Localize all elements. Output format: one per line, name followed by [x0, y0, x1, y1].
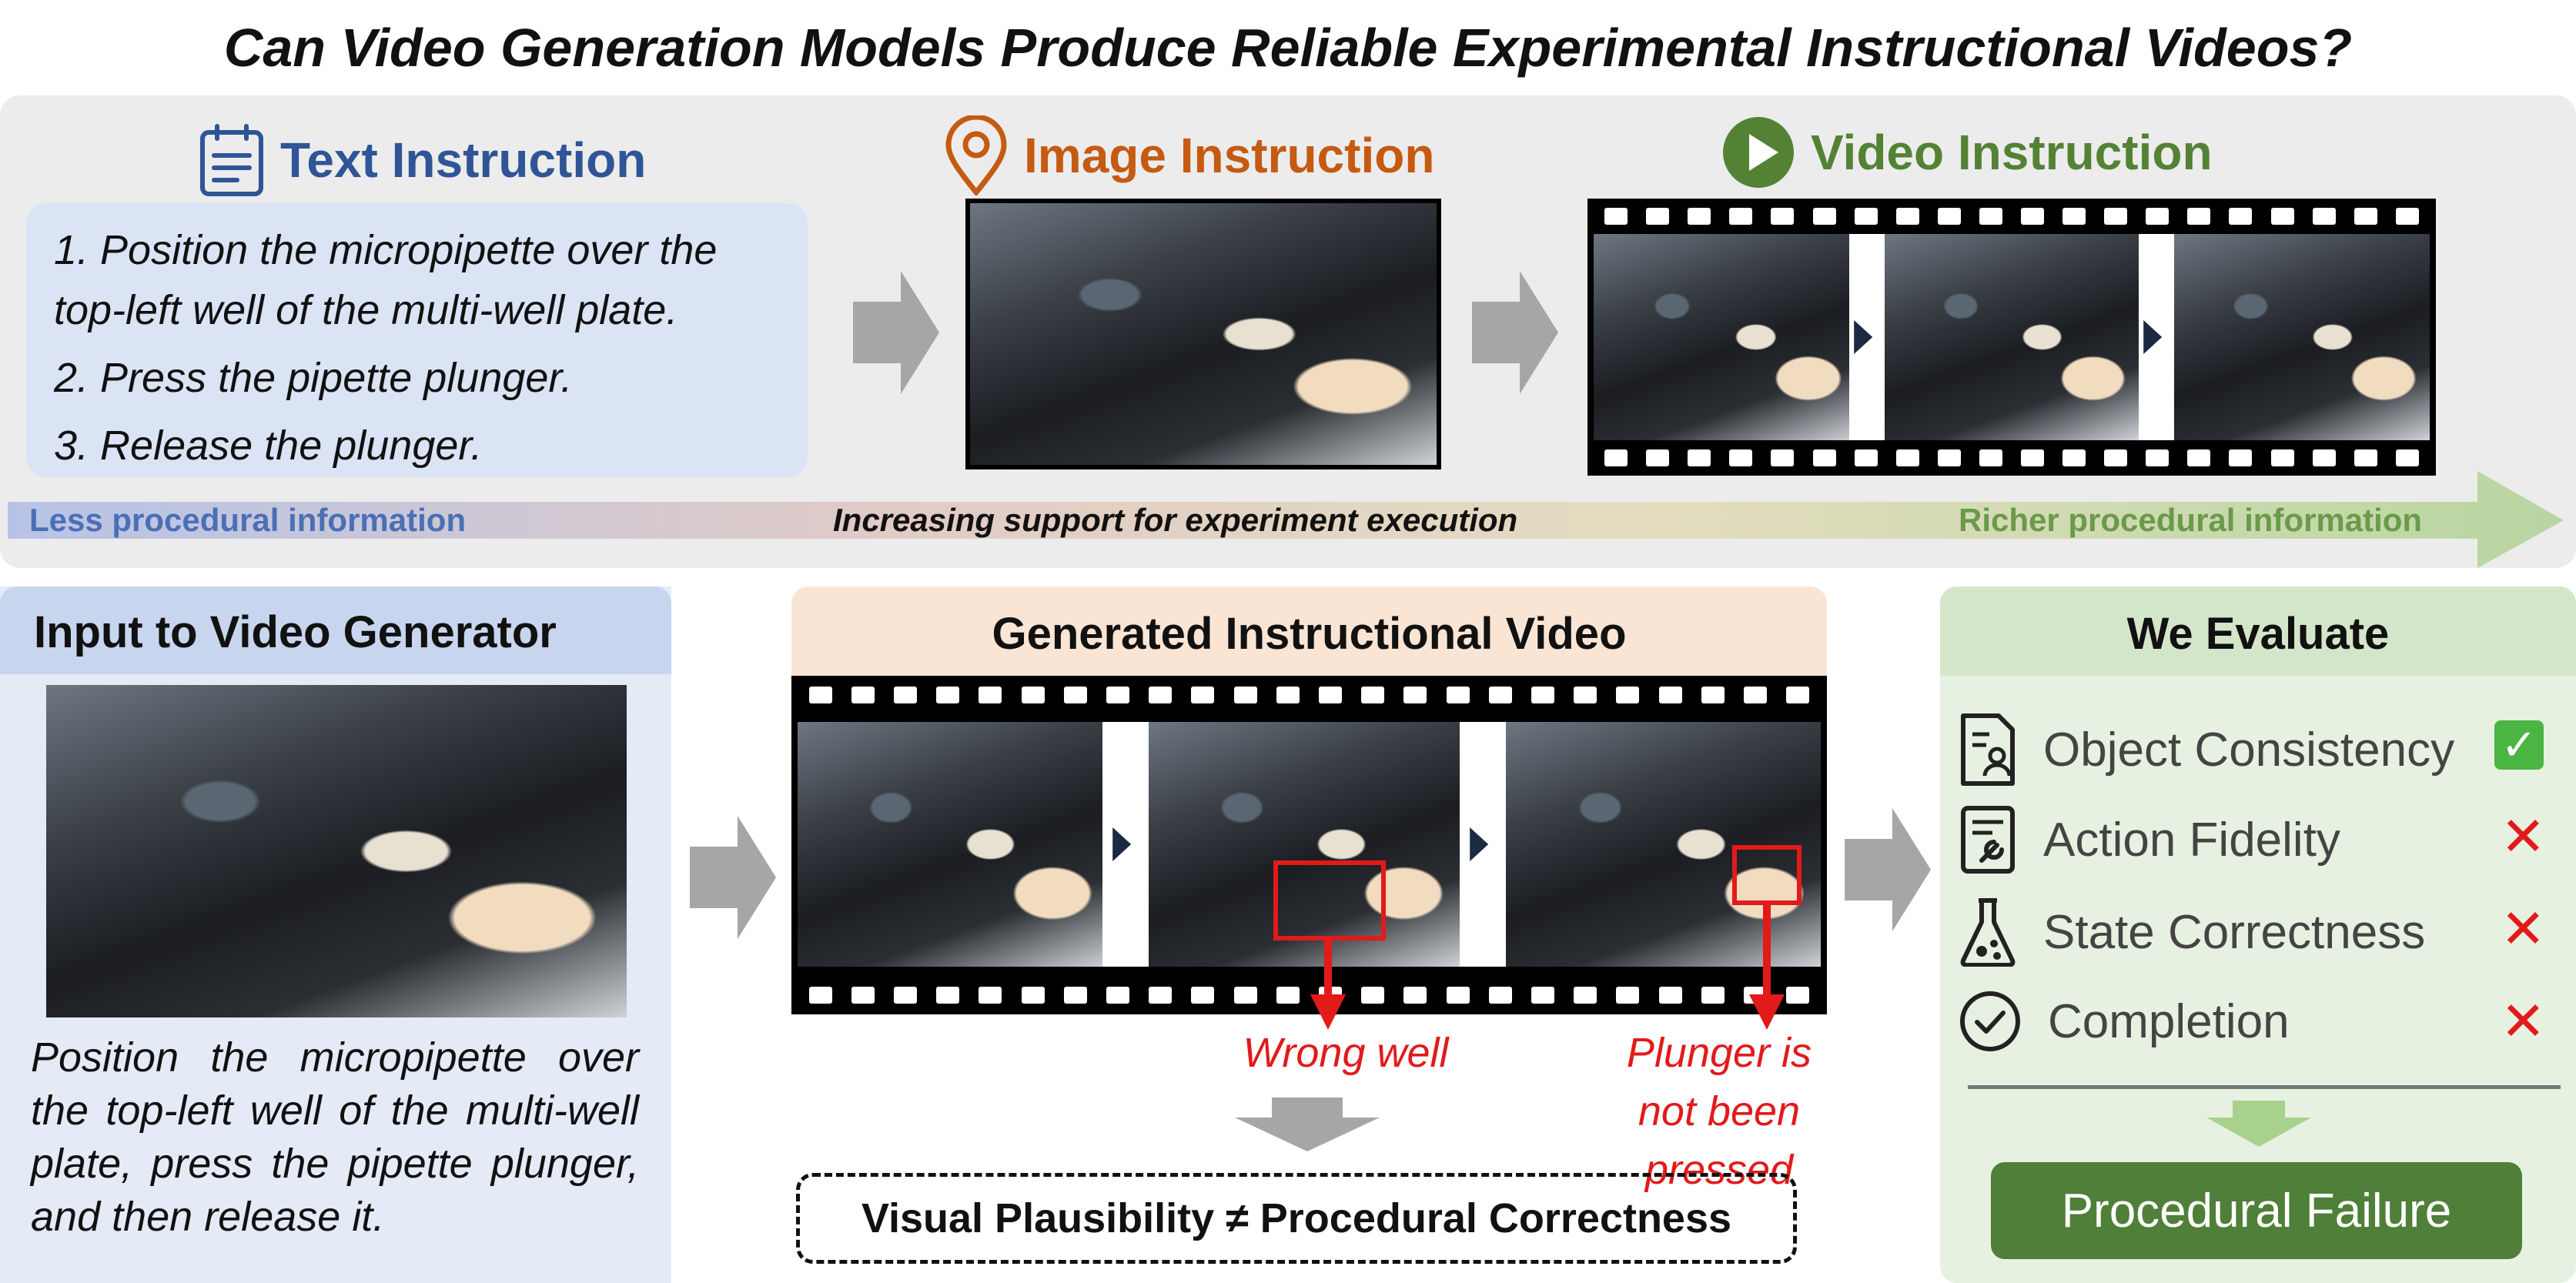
play-icon [1723, 117, 1794, 188]
instruction-step: 2. Press the pipette plunger. [54, 355, 573, 401]
conclusion-box: Visual Plausibility ≠ Procedural Correct… [796, 1173, 1797, 1264]
input-prompt-text: Position the micropipette over the top-l… [31, 1034, 639, 1240]
frame-separator [1460, 722, 1506, 967]
evaluate-divider [1968, 1085, 2561, 1089]
input-panel-header [0, 586, 671, 674]
down-arrow-icon [2206, 1101, 2311, 1147]
video-frame [798, 722, 1109, 967]
red-arrow-icon [1749, 905, 1785, 1030]
flask-icon [1960, 898, 2016, 967]
evaluate-panel-title: We Evaluate [2126, 609, 2390, 659]
document-wrench-icon [1961, 806, 2015, 874]
criterion-action-fidelity: Action Fidelity [1959, 805, 2340, 874]
video-instruction-heading: Video Instruction [1721, 115, 2213, 189]
video-frame [1594, 234, 1855, 440]
text-instruction-box: 1. Position the micropipette over the to… [26, 203, 808, 477]
main-title: Can Video Generation Models Produce Reli… [223, 18, 2353, 78]
flow-arrow-icon [853, 271, 939, 394]
fail-cross-icon: ✕ [2501, 807, 2546, 867]
check-circle-icon [1960, 991, 2020, 1051]
text-instruction-heading: Text Instruction [199, 123, 646, 197]
plunger-highlight [1732, 845, 1802, 905]
generated-panel-title: Generated Instructional Video [992, 609, 1627, 659]
criterion-object-consistency: Object Consistency [1959, 713, 2454, 787]
flow-arrow-icon [1472, 271, 1558, 394]
fail-cross-icon: ✕ [2501, 991, 2546, 1051]
information-gradient-arrow [8, 471, 2564, 568]
criterion-label: Completion [2048, 994, 2290, 1048]
frame-separator [1849, 234, 1885, 440]
criterion-label: State Correctness [2043, 905, 2426, 959]
pass-check-icon: ✓ [2494, 720, 2544, 770]
instruction-step: 3. Release the plunger. [54, 423, 483, 469]
criterion-label: Object Consistency [2043, 723, 2455, 777]
criterion-completion: Completion [1959, 990, 2290, 1053]
video-frame [2174, 234, 2430, 440]
notepad-icon [200, 124, 263, 196]
wrong-well-note: Wrong well [1243, 1030, 1449, 1076]
criterion-label: Action Fidelity [2043, 813, 2340, 867]
richer-information-label: Richer procedural information [1959, 502, 2423, 538]
generated-panel-header [791, 586, 1827, 676]
generated-video-filmstrip [791, 676, 1827, 1014]
procedural-failure-badge: Procedural Failure [1991, 1162, 2522, 1259]
fail-cross-icon: ✕ [2501, 899, 2546, 959]
video-frame [1149, 722, 1460, 967]
down-arrow-icon [1235, 1098, 1380, 1151]
criterion-state-correctness: State Correctness [1959, 897, 2425, 967]
input-panel-title: Input to Video Generator [34, 607, 557, 657]
video-instruction-label: Video Instruction [1811, 125, 2213, 180]
input-image [46, 685, 627, 1017]
frame-separator [2139, 234, 2174, 440]
frame-separator [1102, 722, 1149, 967]
increasing-support-label: Increasing support for experiment execut… [833, 502, 1518, 538]
document-person-icon [1961, 713, 2015, 786]
flow-arrow-icon [690, 816, 776, 939]
plunger-note: Plunger is not been pressed [1626, 1030, 1812, 1193]
image-instruction-label: Image Instruction [1024, 128, 1435, 183]
image-instruction-frame [965, 199, 1441, 469]
video-instruction-filmstrip [1587, 199, 2436, 476]
image-instruction-heading: Image Instruction [944, 115, 1434, 195]
location-pin-icon [945, 115, 1007, 195]
flow-arrow-icon [1845, 808, 1931, 931]
video-frame [1885, 234, 2139, 440]
instruction-step: 1. Position the micropipette over the to… [54, 227, 718, 333]
wrong-well-highlight [1273, 860, 1386, 941]
red-arrow-icon [1310, 939, 1346, 1030]
text-instruction-label: Text Instruction [280, 132, 647, 188]
evaluate-panel-header [1940, 586, 2576, 676]
less-information-label: Less procedural information [29, 502, 467, 538]
